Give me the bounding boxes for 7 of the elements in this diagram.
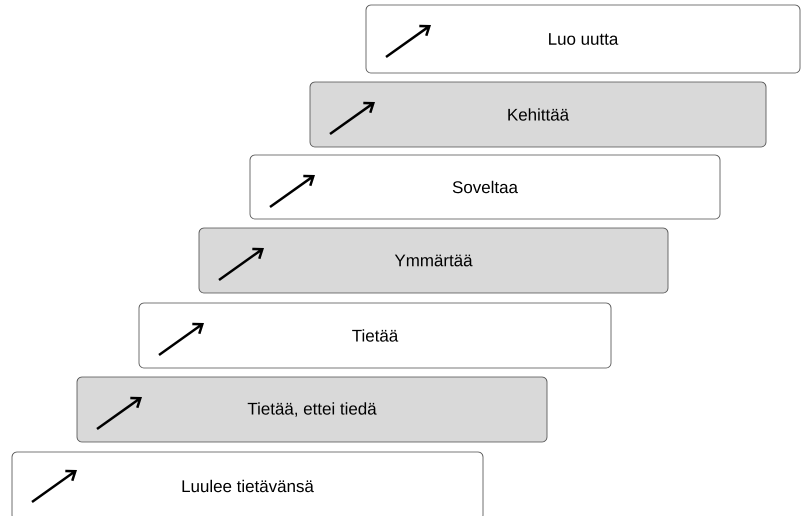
step-box: Tietää, ettei tiedä (76, 376, 548, 442)
step-box: Soveltaa (250, 154, 720, 220)
step-box: Ymmärtää (198, 228, 668, 294)
step-box: Luo uutta (366, 4, 800, 74)
step-box: Kehittää (310, 82, 766, 148)
step-box: Luulee tietävänsä (12, 452, 484, 516)
step-box: Tietää (138, 302, 612, 368)
